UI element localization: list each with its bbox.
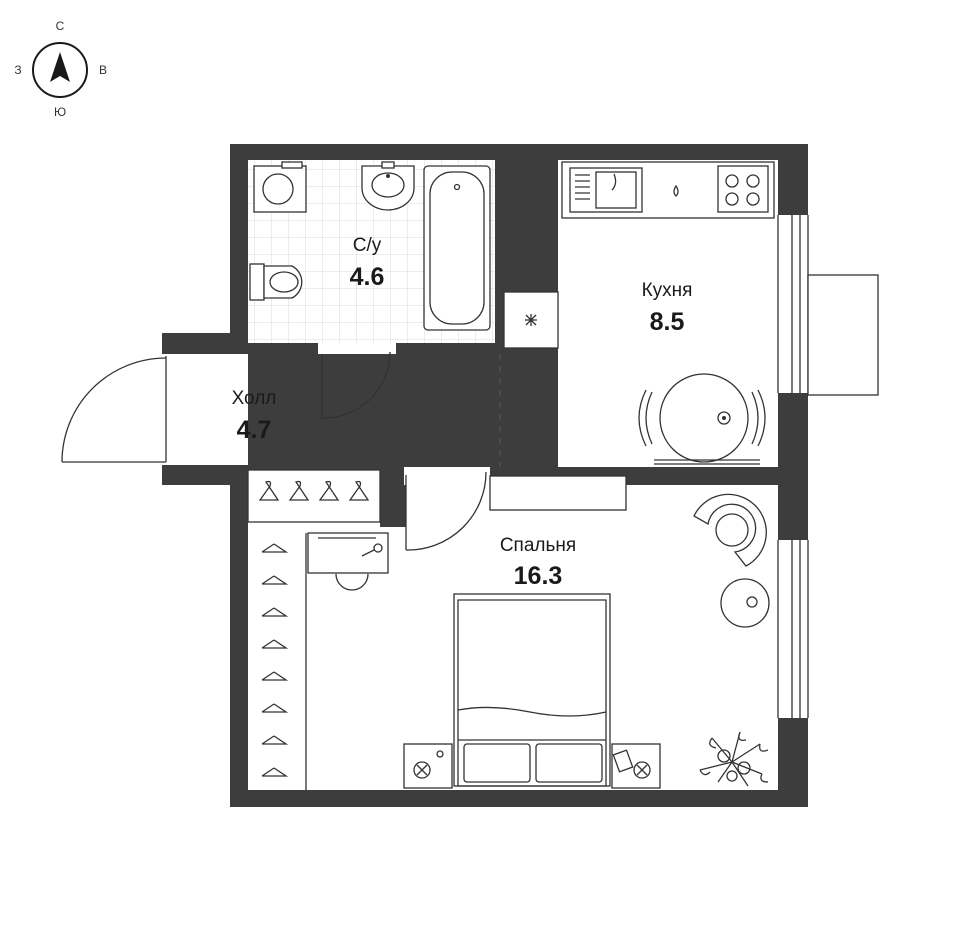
kitchen-label: Кухня 8.5 [642,280,693,336]
plant-icon [699,731,769,787]
side-table [720,578,770,628]
bedroom-name: Спальня [500,535,576,556]
bedroom-label: Спальня 16.3 [500,535,576,590]
hall-name: Холл [232,388,277,409]
tv-stand [489,475,627,511]
fridge [503,291,559,349]
cooktop [717,165,769,213]
dining-table [638,373,766,465]
hall-wardrobe [247,469,381,523]
bedroom-area: 16.3 [514,562,563,590]
compass-east-label: В [99,63,107,77]
hall-label: Холл 4.7 [232,388,277,444]
kitchen-area: 8.5 [650,308,685,336]
kitchen-window [777,215,879,396]
bedroom-door [405,471,487,551]
interior-walls [162,144,778,807]
hall-area: 4.7 [237,416,272,444]
openings [162,343,490,527]
bedroom-window [777,540,809,718]
entrance-door [61,356,167,463]
kitchen-balcony [807,274,879,396]
compass-west-label: З [14,63,21,77]
bathroom-name: С/у [353,235,382,256]
compass: С З В Ю [14,19,107,119]
bathroom-area: 4.6 [350,263,385,291]
compass-ring [32,42,88,98]
bathroom-label: С/у 4.6 [350,235,385,291]
sink [361,161,415,211]
compass-arrow-icon [50,52,70,82]
vanity-desk [307,532,389,591]
bathtub [423,165,491,331]
washing-machine [253,161,307,213]
nightstand-left [403,743,453,789]
bathroom-door [321,351,391,419]
bed [453,593,611,787]
compass-north-label: С [56,19,65,33]
bedroom-wardrobe [261,533,307,790]
toilet [249,263,303,301]
compass-south-label: Ю [54,105,66,119]
armchair [693,493,767,567]
drop-icon [673,184,679,197]
nightstand-right [611,743,661,789]
kitchen-name: Кухня [642,280,693,301]
